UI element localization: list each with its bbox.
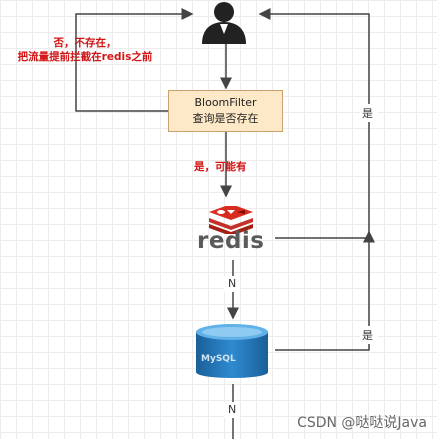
edge-label-n-lower: N	[228, 403, 237, 416]
bloom-filter-title: BloomFilter	[194, 96, 257, 109]
no-branch-note: 否，不存在， 把流量提前拦截在redis之前	[0, 36, 170, 64]
edge-mysql-yes-up	[275, 230, 375, 351]
edge-label-yes-lower: 是	[362, 329, 373, 342]
edge-redis-yes-to-user	[258, 8, 370, 239]
bloom-filter-node: BloomFilter 查询是否存在	[168, 90, 283, 132]
no-branch-note-line1: 否，不存在，	[53, 37, 117, 49]
redis-node-label: redis	[197, 228, 265, 254]
mysql-node-label: MySQL	[201, 354, 236, 364]
edge-label-n-upper: N	[228, 277, 237, 290]
mysql-database-icon	[196, 324, 268, 378]
redis-logo-icon	[209, 206, 253, 234]
user-icon	[202, 2, 246, 44]
bloom-filter-subtitle: 查询是否存在	[192, 112, 259, 125]
edge-label-yes-upper: 是	[362, 107, 373, 120]
no-branch-note-line2: 把流量提前拦截在redis之前	[17, 51, 153, 63]
edge-bloom-no-back-to-user	[75, 8, 194, 112]
yes-maybe-note: 是，可能有	[194, 161, 247, 173]
watermark: CSDN @哒哒说Java	[297, 415, 427, 431]
